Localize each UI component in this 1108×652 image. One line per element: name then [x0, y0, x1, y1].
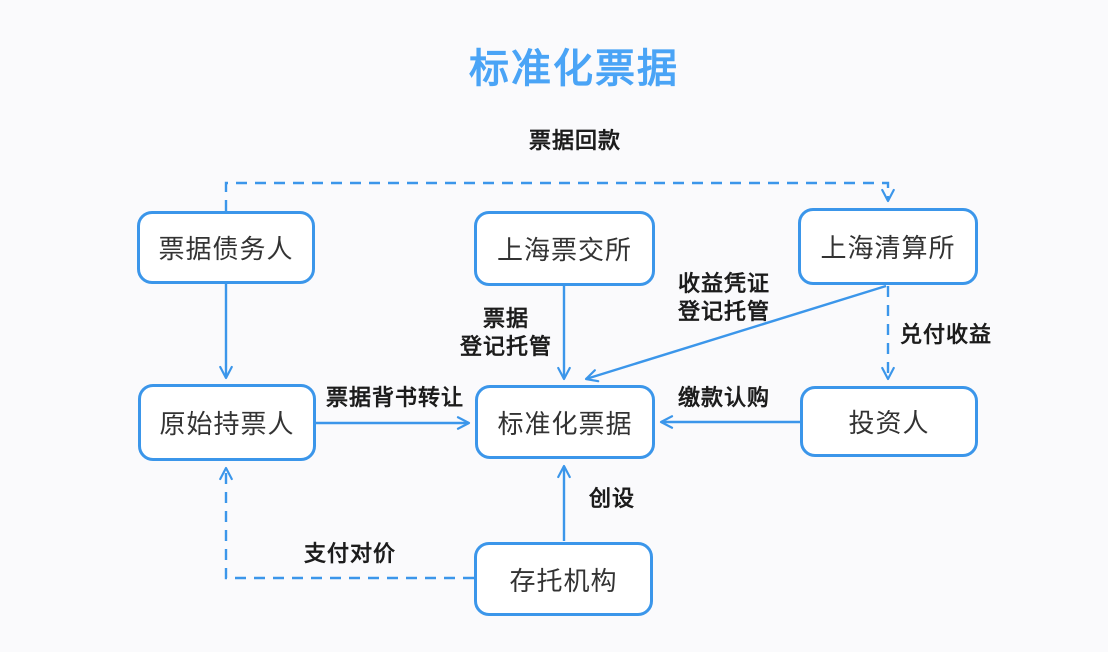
diagram-title: 标准化票据: [469, 47, 679, 91]
node-shanghai-exchange: 上海票交所: [474, 211, 655, 286]
node-original-holder: 原始持票人: [138, 384, 316, 461]
node-shanghai-clearing: 上海清算所: [798, 208, 978, 285]
edge-label-note-registration: 票据 登记托管: [459, 305, 553, 359]
node-standard-note-label: 标准化票据: [497, 408, 633, 439]
node-shanghai-exchange-label: 上海票交所: [496, 235, 632, 265]
edge-label-redeem-income: 兑付收益: [899, 321, 993, 347]
edge-label-bill-repayment: 票据回款: [528, 127, 622, 153]
node-investor: 投资人: [800, 386, 978, 457]
edge-label-payment-subscription: 缴款认购: [677, 384, 771, 410]
node-depository-label: 存托机构: [509, 565, 618, 596]
edge-bill-repayment-arrow: [224, 181, 895, 211]
edge-receipt-registration-arrow: [584, 284, 887, 383]
node-bill-debtor: 票据债务人: [137, 211, 315, 284]
node-investor-label: 投资人: [848, 408, 930, 438]
edge-label-endorsement-transfer: 票据背书转让: [325, 384, 465, 410]
node-depository: 存托机构: [474, 542, 653, 616]
edge-label-receipt-registration: 收益凭证 登记托管: [677, 270, 771, 324]
edge-pay-consideration-arrow: [219, 466, 474, 580]
edge-label-creation: 创设: [588, 485, 636, 511]
node-standard-note: 标准化票据: [475, 385, 655, 459]
node-shanghai-clearing-label: 上海清算所: [820, 233, 956, 263]
node-original-holder-label: 原始持票人: [159, 409, 295, 439]
node-bill-debtor-label: 票据债务人: [158, 234, 294, 264]
edge-label-pay-consideration: 支付对价: [303, 540, 397, 566]
